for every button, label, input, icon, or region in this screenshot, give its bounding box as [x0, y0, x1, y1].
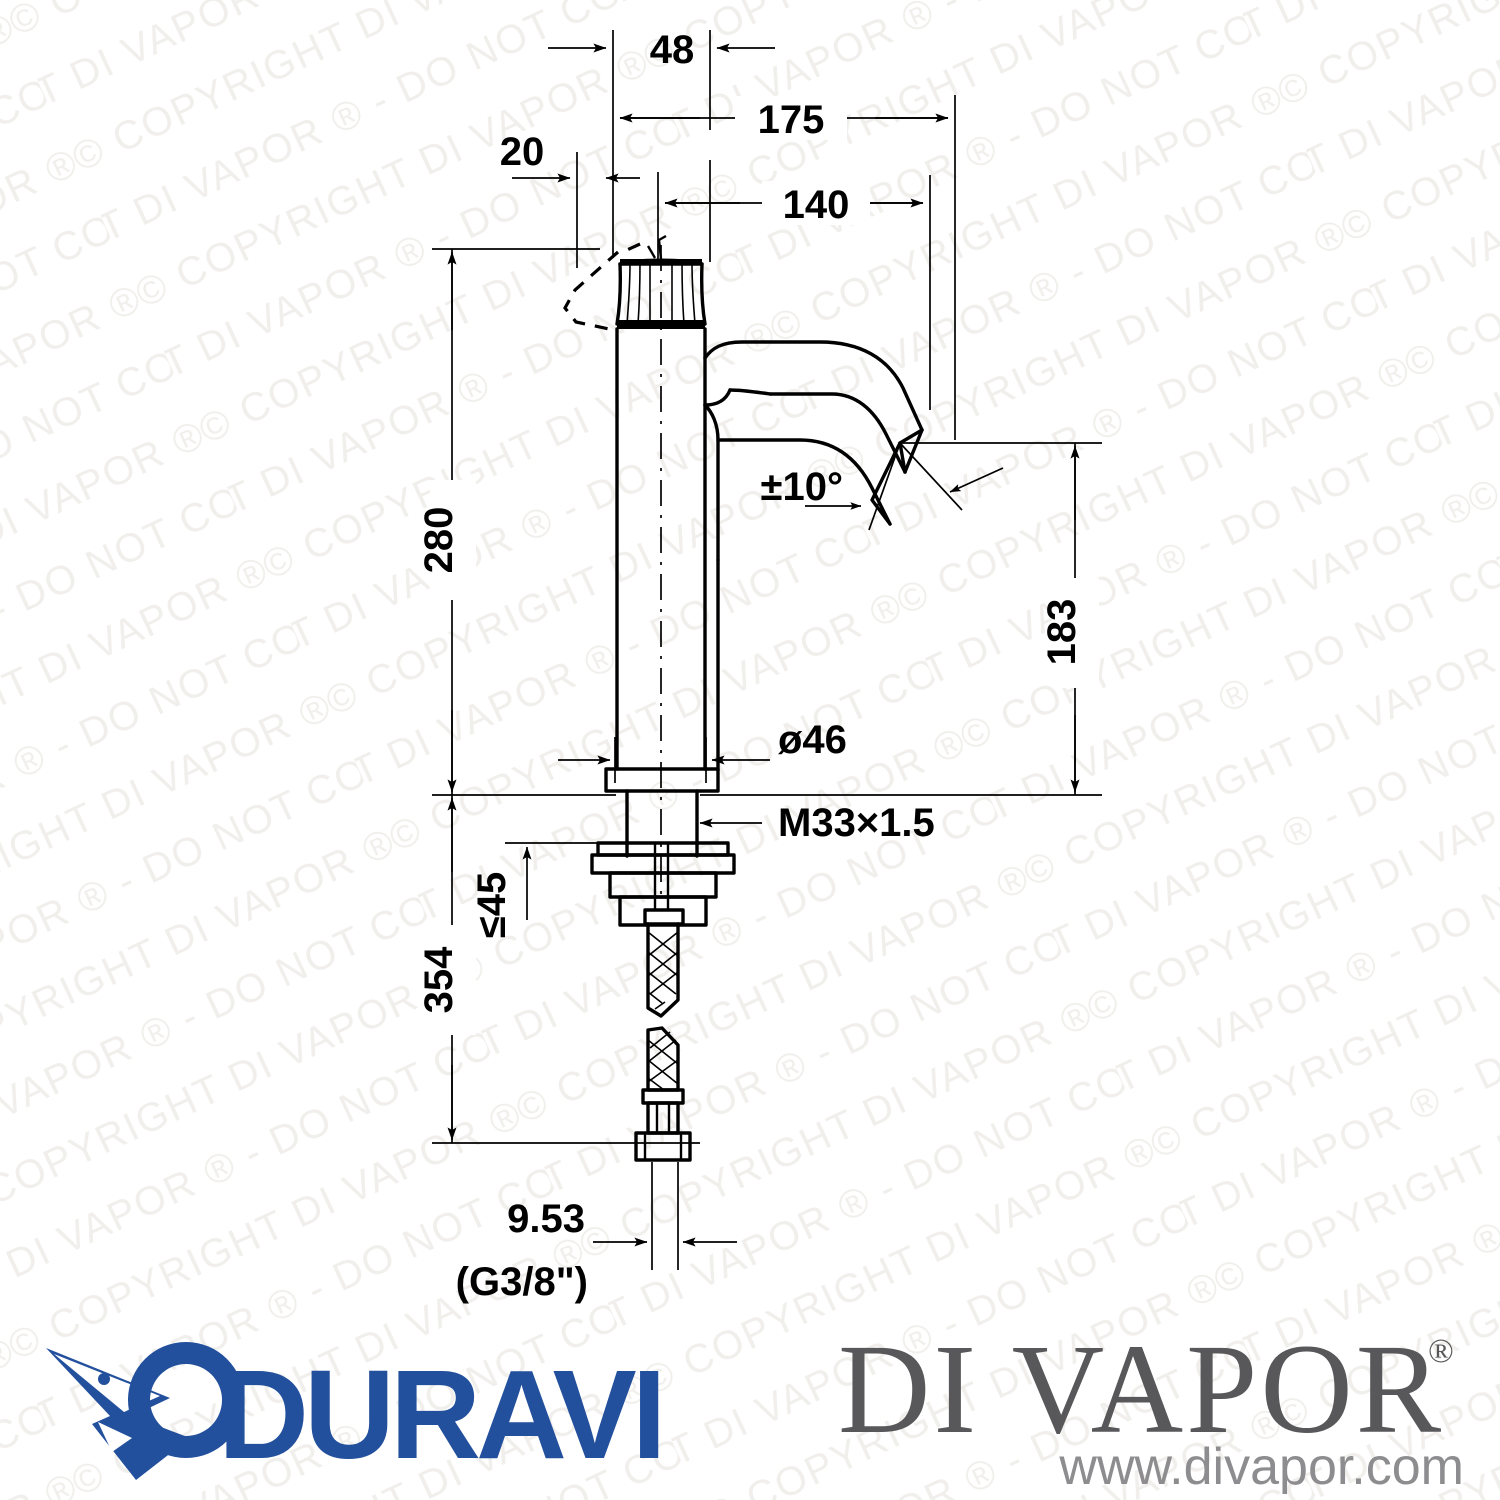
duravit-wordmark: DURAVIT — [218, 1344, 660, 1485]
dimension-140: 140 — [664, 181, 924, 227]
dimension-20-label: 20 — [500, 130, 545, 174]
handle-assembly — [563, 234, 707, 332]
divapor-logo: DI VAPOR ® www.divapor.com — [838, 1318, 1464, 1494]
registered-trademark-icon: ® — [1428, 1333, 1454, 1370]
dimension-9-53-label: 9.53 — [507, 1197, 585, 1241]
spout — [703, 340, 924, 562]
dimension-20: 20 — [500, 130, 640, 183]
dimension-354-label: 354 — [417, 946, 461, 1013]
dimension-max-45-label: ≤45 — [470, 872, 514, 938]
divapor-url: www.divapor.com — [1058, 1438, 1464, 1494]
dimension-175-label: 175 — [758, 98, 825, 142]
dimension-183: 183 — [1040, 443, 1099, 795]
dimension-g38-label: (G3/8") — [456, 1260, 588, 1304]
dimension-diameter-46-label: ø46 — [778, 718, 847, 762]
duravit-logo: DURAVIT — [46, 1342, 660, 1485]
dimension-48-label: 48 — [650, 28, 695, 72]
callout-thread-m33-label: M33×1.5 — [778, 801, 935, 845]
callout-thread-m33: M33×1.5 — [699, 801, 935, 845]
faucet-body — [563, 234, 924, 1162]
threaded-shank — [625, 789, 699, 858]
dimension-angle-10deg-label: ±10° — [761, 465, 843, 509]
dimension-280: 280 — [417, 249, 476, 795]
dimension-48: 48 — [548, 28, 775, 72]
dimension-hose-thread: 9.53 (G3/8") — [456, 1197, 737, 1304]
mounting-hardware — [590, 841, 736, 927]
dimension-354: 354 — [417, 795, 476, 1143]
logo-bar: DURAVIT DI VAPOR ® www.divapor.com — [0, 1310, 1500, 1500]
base-flange — [604, 767, 720, 793]
dimension-175: 175 — [619, 96, 949, 142]
dimension-angle-10deg: ±10° — [761, 442, 1004, 531]
dimension-140-label: 140 — [783, 183, 850, 227]
flexible-hose — [634, 922, 692, 1162]
dimension-183-label: 183 — [1040, 599, 1084, 666]
dimension-diameter-46: ø46 — [558, 718, 847, 783]
dimension-max-45: ≤45 — [470, 846, 532, 938]
dimension-280-label: 280 — [417, 507, 461, 574]
